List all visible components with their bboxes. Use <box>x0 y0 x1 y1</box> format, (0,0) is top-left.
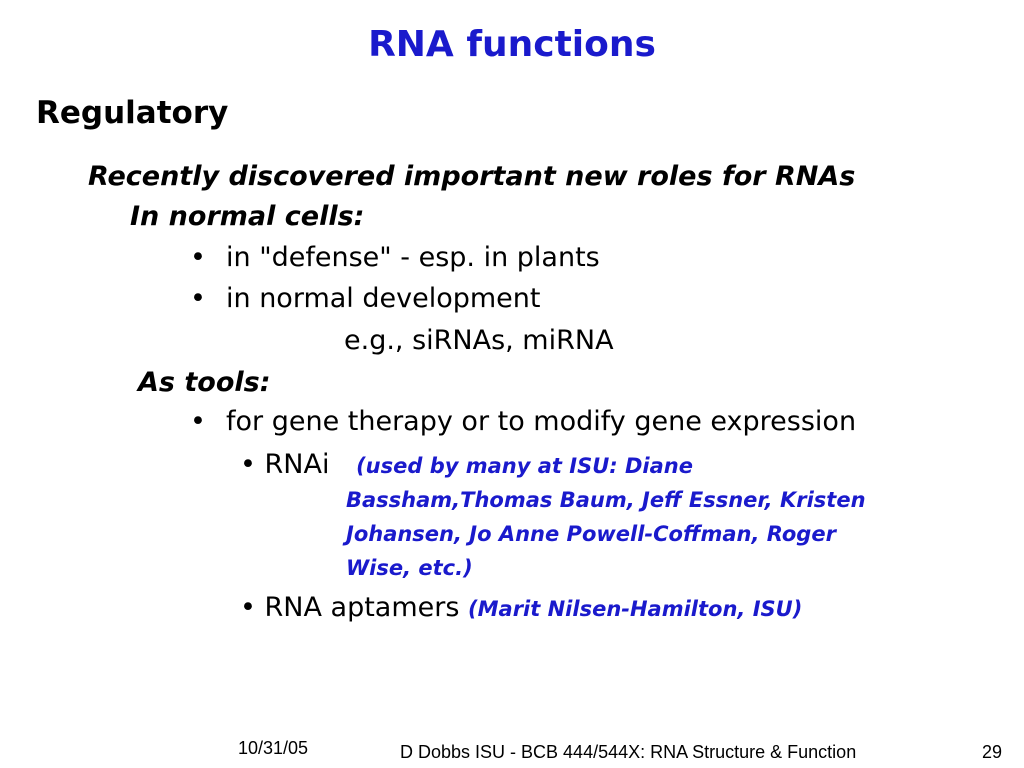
footer-date: 10/31/05 <box>238 738 309 758</box>
bullet-text: in normal development <box>226 283 541 314</box>
slide-title: RNA functions <box>368 24 656 65</box>
bullet-text: for gene therapy or to modify gene expre… <box>226 406 857 437</box>
bullet-defense: • in "defense" - esp. in plants <box>190 242 600 273</box>
footer-course: D Dobbs ISU - BCB 444/544X: RNA Structur… <box>400 742 857 762</box>
rnai-reference-line-1: (used by many at ISU: Diane <box>356 454 693 478</box>
section-heading: Regulatory <box>36 95 229 131</box>
footer-page-number: 29 <box>982 742 1003 762</box>
aptamers-label: RNA aptamers <box>264 592 460 623</box>
tools-label: As tools: <box>138 367 271 398</box>
bullet-rnai: • RNAi (used by many at ISU: Diane <box>240 449 693 480</box>
rnai-reference-line-3: Johansen, Jo Anne Powell-Coffman, Roger <box>346 522 836 546</box>
bullet-text: in "defense" - esp. in plants <box>226 242 600 273</box>
lead-line: Recently discovered important new roles … <box>88 161 856 192</box>
bullet-dot: • <box>190 406 206 437</box>
bullet-dot: • <box>190 283 206 314</box>
bullet-aptamers: • RNA aptamers (Marit Nilsen-Hamilton, I… <box>240 592 802 623</box>
rnai-reference-line-4: Wise, etc.) <box>346 556 473 580</box>
rnai-label: RNAi <box>264 449 330 480</box>
bullet-dot: • <box>240 449 256 480</box>
aptamers-reference: (Marit Nilsen-Hamilton, ISU) <box>468 597 803 621</box>
normal-cells-label: In normal cells: <box>130 201 365 232</box>
example-line: e.g., siRNAs, miRNA <box>344 325 614 356</box>
bullet-gene-therapy: • for gene therapy or to modify gene expr… <box>190 406 856 437</box>
bullet-development: • in normal development <box>190 283 541 314</box>
bullet-dot: • <box>240 592 256 623</box>
bullet-dot: • <box>190 242 206 273</box>
rnai-reference-line-2: Bassham,Thomas Baum, Jeff Essner, Kriste… <box>346 488 866 512</box>
